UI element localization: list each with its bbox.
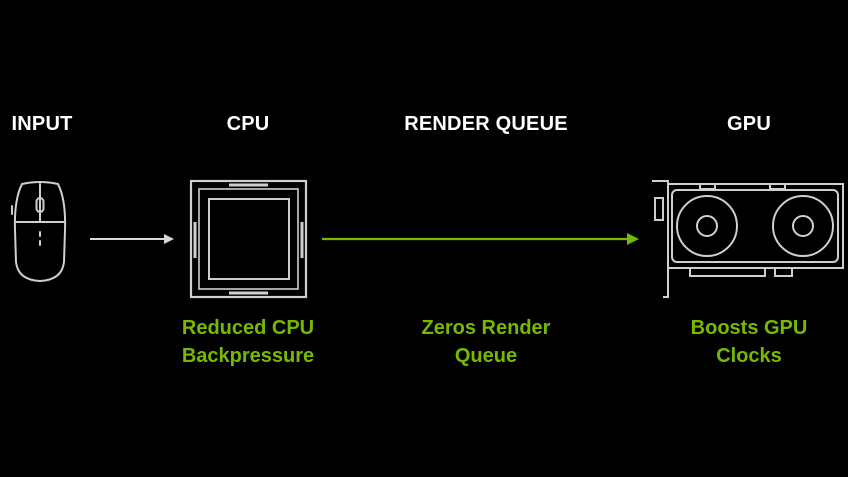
caption-cpu-line-1: Reduced CPU xyxy=(181,317,315,339)
caption-gpu: Boosts GPU Clocks xyxy=(691,314,808,370)
heading-cpu: CPU xyxy=(226,113,270,135)
mouse-icon xyxy=(11,181,67,283)
caption-render-queue-line-1: Zeros Render xyxy=(421,317,551,339)
caption-render-queue-line-2: Queue xyxy=(454,345,518,367)
caption-gpu-line-1: Boosts GPU xyxy=(690,317,808,339)
heading-gpu: GPU xyxy=(727,113,771,135)
caption-gpu-line-2: Clocks xyxy=(716,345,782,367)
graphics-card-icon xyxy=(652,180,844,298)
cpu-chip-icon xyxy=(189,179,308,299)
heading-render-queue: RENDER QUEUE xyxy=(404,113,568,135)
heading-input: INPUT xyxy=(11,113,73,135)
caption-cpu: Reduced CPU Backpressure xyxy=(182,314,314,370)
caption-cpu-line-2: Backpressure xyxy=(181,345,315,367)
caption-render-queue: Zeros Render Queue xyxy=(422,314,551,370)
